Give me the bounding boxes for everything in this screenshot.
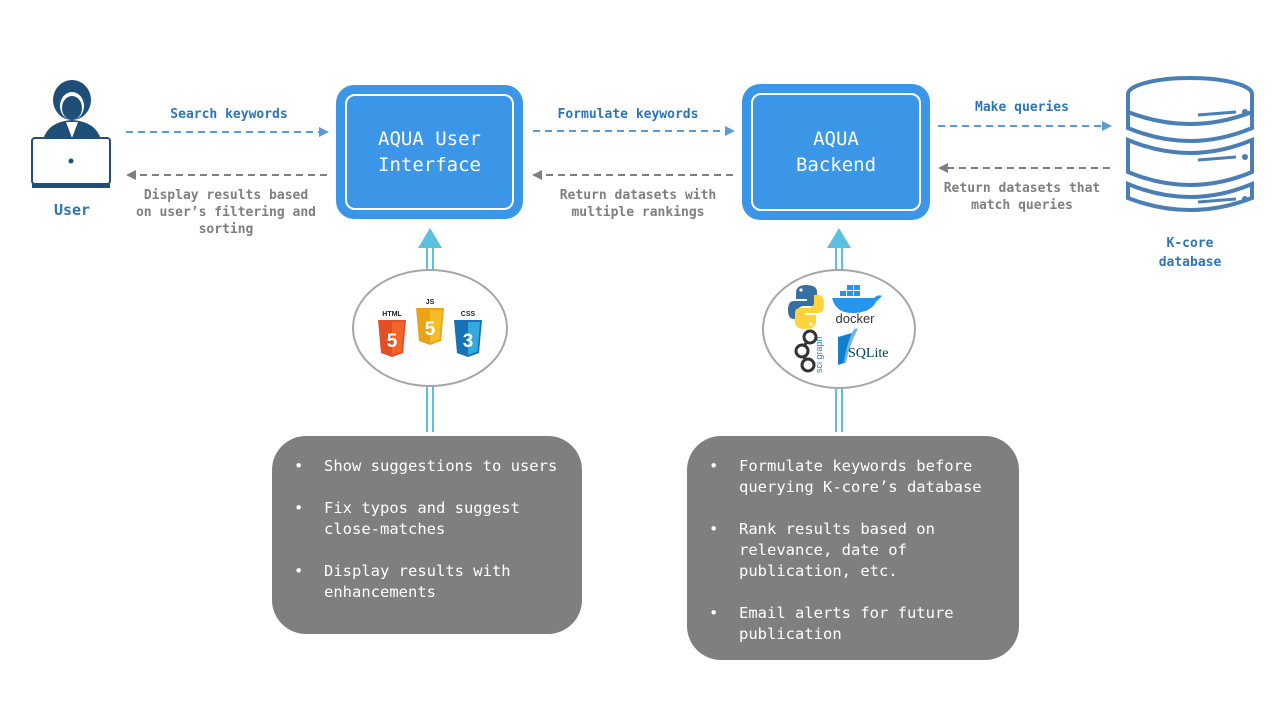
- js-icon: JS 5: [416, 299, 444, 345]
- list-item: • Formulate keywords before querying K-co…: [687, 456, 1019, 498]
- search-keywords-label: Search keywords: [170, 107, 288, 122]
- user-actor: User: [28, 80, 116, 230]
- aqua-ui-box: AQUA User Interface: [340, 89, 519, 215]
- backend-features-panel: • Formulate keywords before querying K-co…: [687, 436, 1019, 660]
- css3-icon: CSS 3: [454, 311, 482, 357]
- scigraph-icon: sci graph: [794, 329, 824, 373]
- frontend-tech-oval: HTML 5 JS 5 CSS 3: [352, 269, 508, 387]
- sqlite-text: SQLite: [848, 346, 888, 361]
- html5-number: 5: [387, 331, 398, 352]
- user-label: User: [53, 201, 91, 219]
- js-number: 5: [425, 319, 436, 340]
- return-rankings-label: Return datasets with multiple rankings: [559, 188, 717, 220]
- css3-text: CSS: [461, 311, 476, 318]
- backend-logos: docker sci graph SQLite: [788, 285, 888, 373]
- backend-feature-text: Email alerts for future publication: [739, 604, 954, 643]
- ui-feature-text: Show suggestions to users: [324, 457, 558, 475]
- bullet: •: [709, 457, 719, 475]
- database-label: K-core database: [1158, 236, 1222, 270]
- bullet: •: [709, 604, 719, 622]
- backend-features-list: • Formulate keywords before querying K-co…: [687, 436, 1019, 645]
- return-match-label: Return datasets that match queries: [943, 181, 1101, 213]
- scigraph-text: sci graph: [814, 336, 824, 373]
- ui-features-panel: • Show suggestions to users • Fix typos an…: [272, 436, 582, 634]
- bullet: •: [294, 499, 304, 517]
- ui-features-list: • Show suggestions to users • Fix typos an…: [272, 436, 582, 603]
- list-item: • Rank results based on relevance, date o…: [687, 519, 1019, 582]
- aqua-ui-label: AQUA User Interface: [345, 94, 514, 210]
- bullet: •: [294, 562, 304, 580]
- database-actor: K-core database: [1120, 72, 1260, 272]
- aqua-backend-box: AQUA Backend: [746, 88, 926, 216]
- database-icon: [1126, 76, 1254, 212]
- formulate-keywords-label: Formulate keywords: [557, 107, 699, 122]
- ui-feature-text: Display results with enhancements: [324, 562, 511, 601]
- list-item: • Email alerts for future publication: [687, 603, 1019, 645]
- bullet: •: [709, 520, 719, 538]
- html5-text: HTML: [382, 311, 402, 318]
- js-text: JS: [426, 299, 435, 306]
- python-icon: [788, 285, 824, 329]
- css3-number: 3: [463, 331, 474, 352]
- sqlite-icon: SQLite: [838, 328, 888, 365]
- display-results-label: Display results based on user’s filterin…: [135, 188, 316, 237]
- list-item: • Display results with enhancements: [272, 561, 582, 603]
- backend-feature-text: Rank results based on relevance, date of…: [739, 520, 935, 580]
- ui-feature-text: Fix typos and suggest close-matches: [324, 499, 520, 538]
- user-laptop-icon: [31, 80, 111, 188]
- docker-text: docker: [835, 311, 875, 326]
- aqua-backend-label: AQUA Backend: [751, 93, 921, 211]
- backend-feature-text: Formulate keywords before querying K-cor…: [739, 457, 982, 496]
- list-item: • Fix typos and suggest close-matches: [272, 498, 582, 540]
- make-queries-label: Make queries: [975, 100, 1069, 115]
- backend-tech-oval: docker sci graph SQLite: [762, 269, 916, 389]
- frontend-logos: HTML 5 JS 5 CSS 3: [378, 299, 482, 357]
- bullet: •: [294, 457, 304, 475]
- html5-icon: HTML 5: [378, 311, 406, 357]
- docker-icon: docker: [832, 285, 882, 326]
- list-item: • Show suggestions to users: [272, 456, 582, 477]
